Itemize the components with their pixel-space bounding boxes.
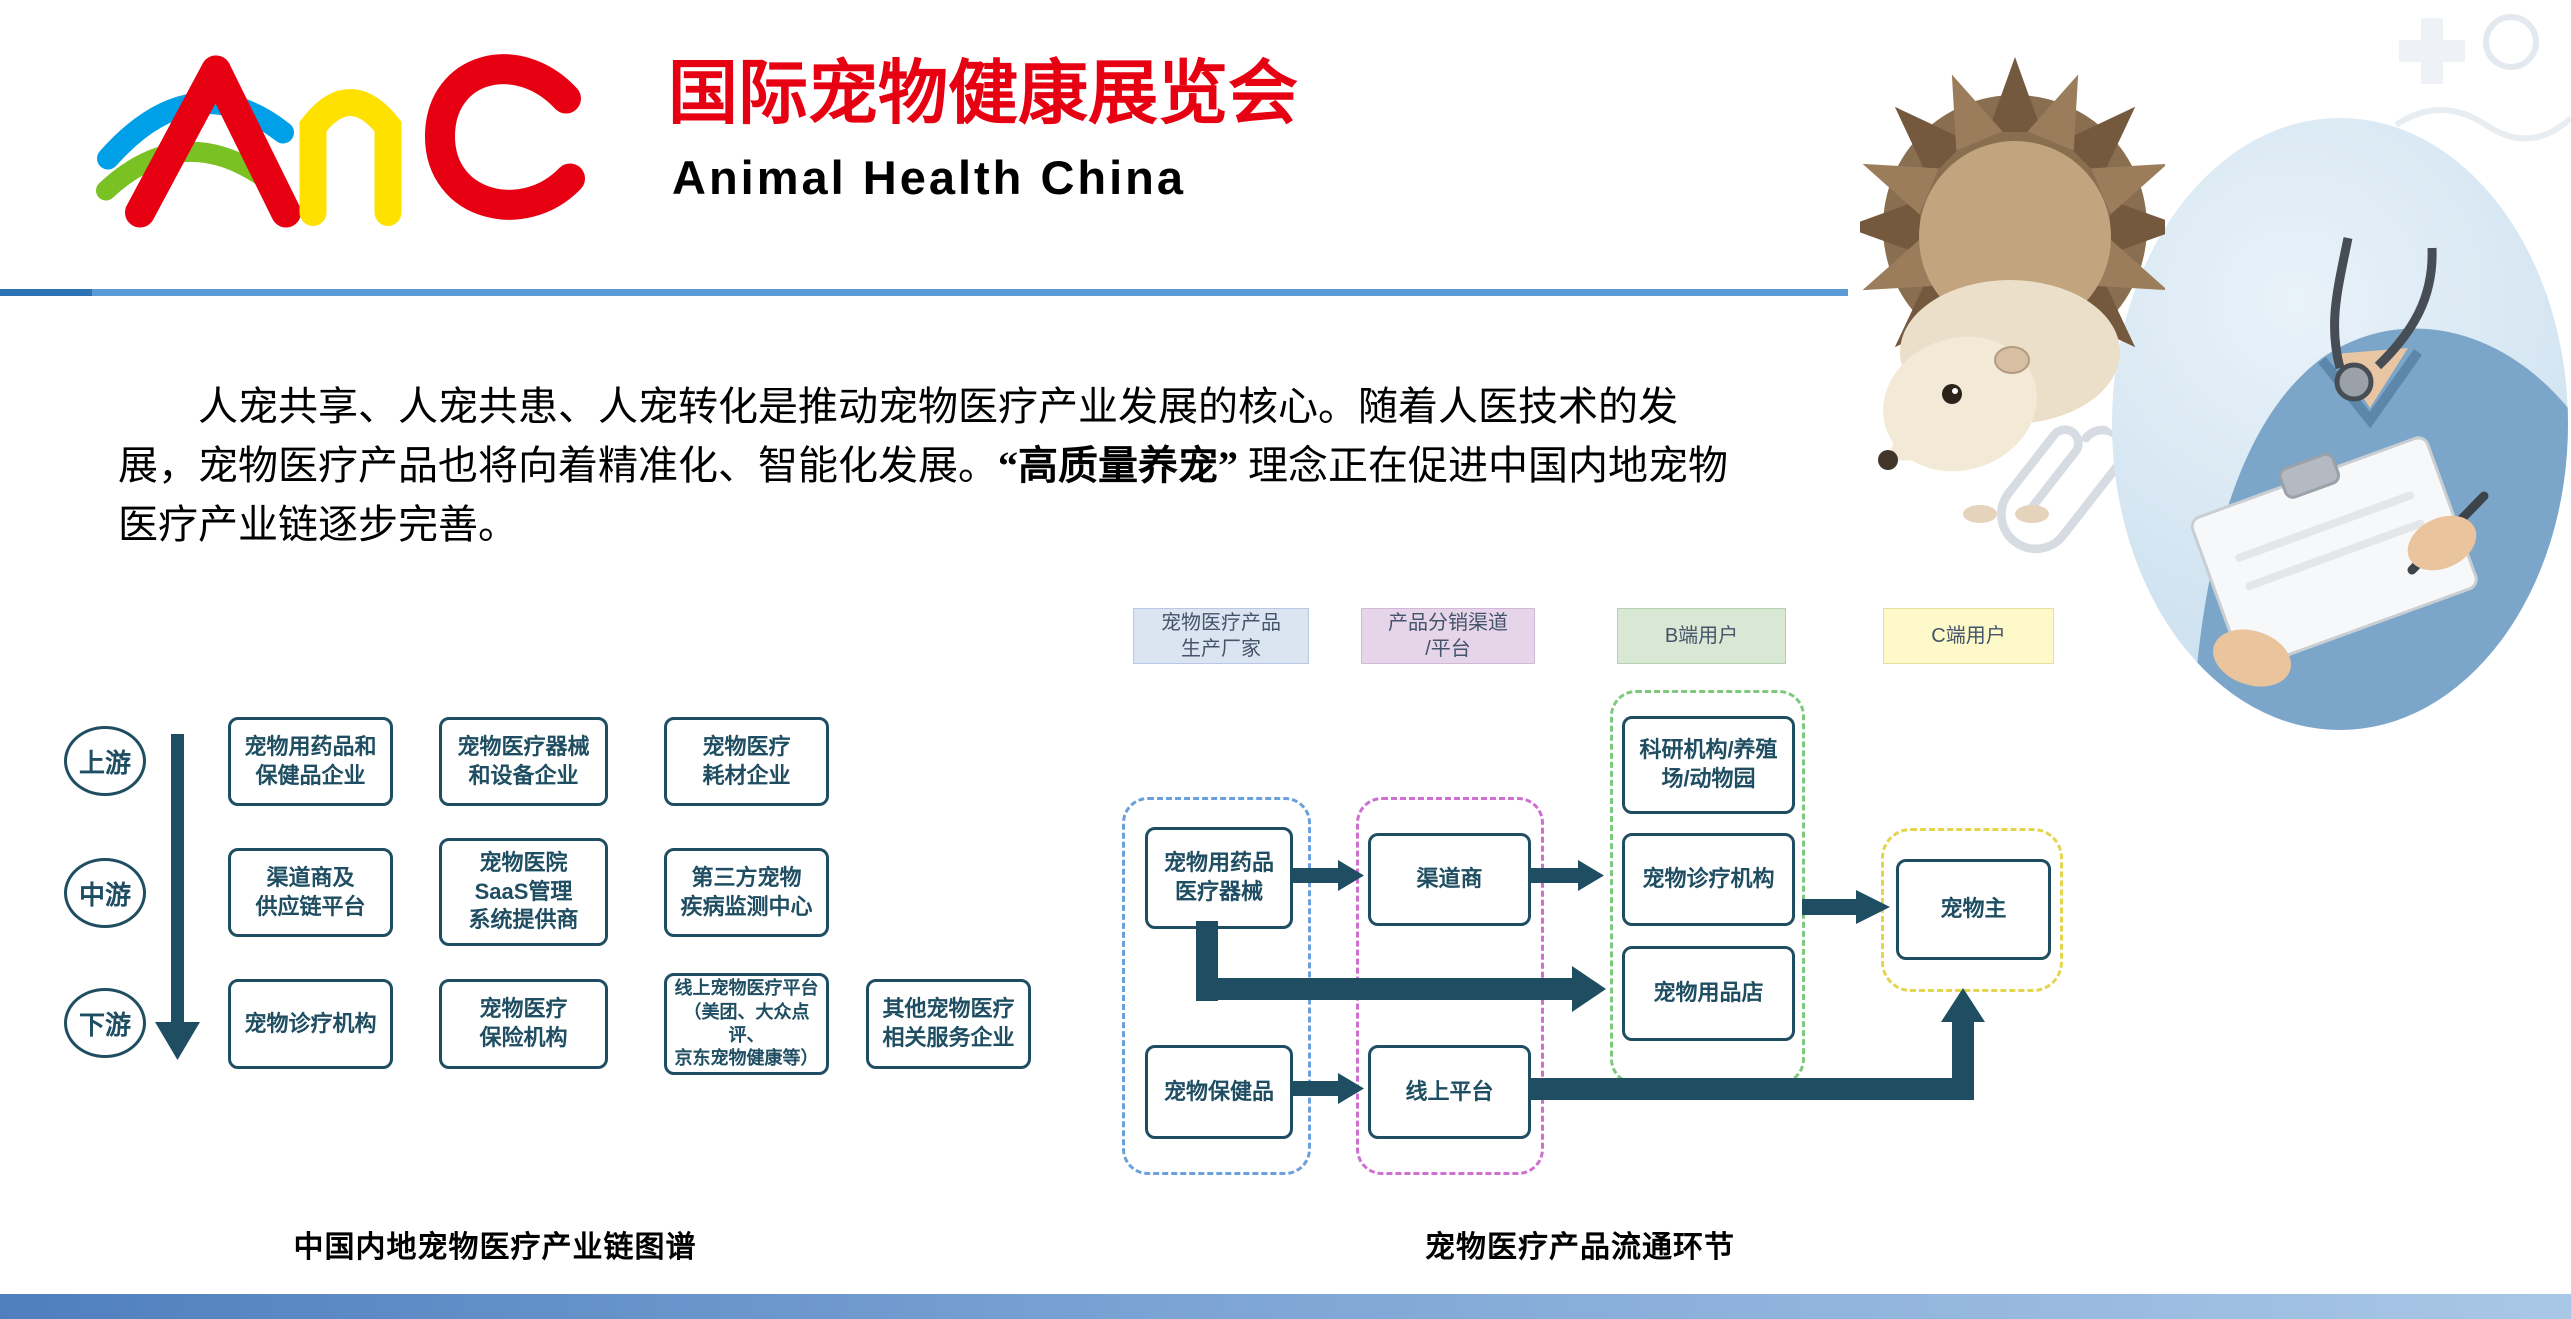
chain-box-other-services: 其他宠物医疗 相关服务企业: [866, 979, 1031, 1069]
intro-text-bold: “高质量养宠”: [998, 442, 1238, 488]
chain-box-channel: 渠道商及 供应链平台: [228, 848, 393, 937]
chain-box-clinics: 宠物诊疗机构: [228, 979, 393, 1069]
stage-midstream: 中游: [64, 858, 146, 928]
stage-upstream: 上游: [64, 726, 146, 796]
header-divider-accent: [0, 289, 92, 296]
header-divider: [0, 289, 1848, 296]
hedgehog-photo: [1860, 57, 2165, 523]
vet-photo: [2112, 118, 2568, 730]
flow-box-pet-owner: 宠物主: [1896, 859, 2051, 960]
flow-header-b-user: B端用户: [1617, 608, 1786, 664]
page-subtitle: Animal Health China: [672, 151, 1187, 204]
chain-box-online-platforms: 线上宠物医疗平台 （美团、大众点评、 京东宠物健康等）: [664, 973, 829, 1075]
flow-box-supplements: 宠物保健品: [1145, 1045, 1293, 1139]
ahc-logo: [96, 54, 585, 228]
flow-box-drugs-devices: 宠物用药品 医疗器械: [1145, 827, 1293, 929]
flow-box-clinics: 宠物诊疗机构: [1622, 833, 1795, 926]
chain-box-devices: 宠物医疗器械 和设备企业: [439, 717, 608, 806]
hero-graphics: [1850, 0, 2571, 745]
chain-box-consumables: 宠物医疗 耗材企业: [664, 717, 829, 806]
intro-text-2: 理念正在促进中国内地宠物医疗产业链逐步完善。: [118, 442, 1728, 547]
chain-box-monitoring: 第三方宠物 疾病监测中心: [664, 848, 829, 937]
intro-text-1: 人宠共享、人宠共患、人宠转化是推动宠物医疗产业发展的核心。随着人医技术的发展，宠…: [118, 384, 1678, 488]
bottom-bar: [0, 1294, 2571, 1319]
flow-header-producer: 宠物医疗产品 生产厂家: [1133, 608, 1309, 664]
flow-box-pet-store: 宠物用品店: [1622, 946, 1795, 1041]
caption-industry-chain: 中国内地宠物医疗产业链图谱: [293, 1231, 697, 1264]
intro-paragraph: 人宠共享、人宠共患、人宠转化是推动宠物医疗产业发展的核心。随着人医技术的发展，宠…: [118, 378, 1728, 554]
chain-box-saas: 宠物医院 SaaS管理 系统提供商: [439, 838, 608, 946]
flow-box-research-farm-zoo: 科研机构/养殖 场/动物园: [1622, 716, 1795, 814]
flow-box-distributor: 渠道商: [1368, 833, 1531, 926]
flow-header-c-user: C端用户: [1883, 608, 2054, 664]
flow-box-online-platform: 线上平台: [1368, 1045, 1531, 1139]
medical-pattern-icon: [2394, 14, 2571, 142]
chain-box-insurance: 宠物医疗 保险机构: [439, 979, 608, 1069]
stage-downstream: 下游: [64, 988, 146, 1058]
caption-flow: 宠物医疗产品流通环节: [1425, 1231, 1735, 1264]
chain-box-drugs: 宠物用药品和 保健品企业: [228, 717, 393, 806]
flow-header-channel: 产品分销渠道 /平台: [1361, 608, 1535, 664]
page-title: 国际宠物健康展览会: [668, 54, 1298, 132]
